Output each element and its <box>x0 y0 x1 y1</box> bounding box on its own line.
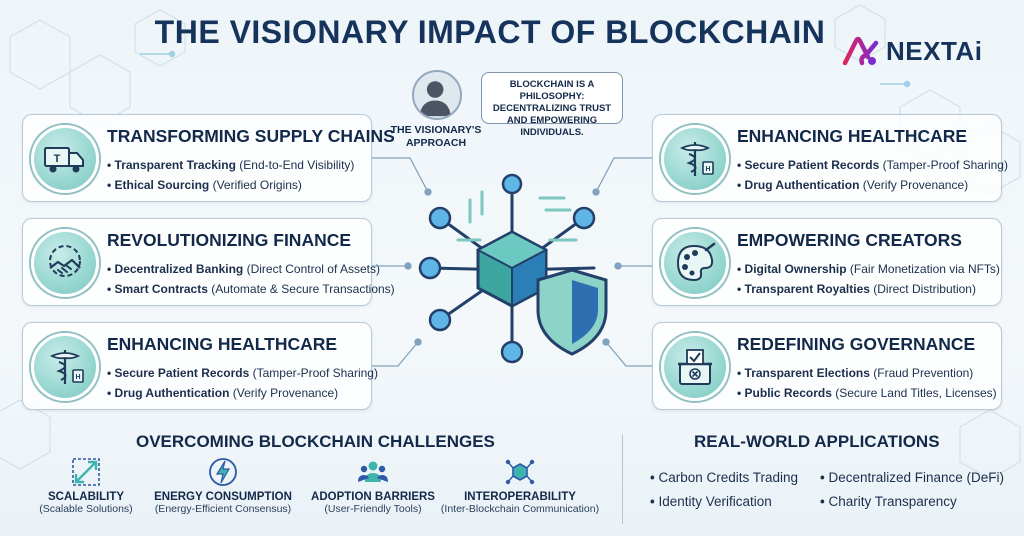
challenge-adoption: ADOPTION BARRIERS (User-Friendly Tools) <box>306 456 440 515</box>
list-item: Secure Patient Records (Tamper-Proof Sha… <box>107 363 378 383</box>
list-item: Secure Patient Records (Tamper-Proof Sha… <box>737 155 1008 175</box>
list-item: Smart Contracts (Automate & Secure Trans… <box>107 279 395 299</box>
quote-bubble: BLOCKCHAIN IS A PHILOSOPHY: DECENTRALIZI… <box>481 72 623 138</box>
list-item: Transparent Tracking (End-to-End Visibil… <box>107 155 355 175</box>
logo-text: NEXTAi <box>886 35 983 66</box>
card-title: TRANSFORMING SUPPLY CHAINS <box>107 126 395 146</box>
list-item: Drug Authentication (Verify Provenance) <box>737 175 1008 195</box>
card-creators[interactable]: EMPOWERING CREATORS Digital Ownership (F… <box>652 218 1002 306</box>
visionary-approach: THE VISIONARY'S APPROACH BLOCKCHAIN IS A… <box>386 70 626 160</box>
card-title: ENHANCING HEALTHCARE <box>107 334 338 354</box>
list-item: Ethical Sourcing (Verified Origins) <box>107 175 354 195</box>
network-cube-icon <box>505 459 535 485</box>
expand-arrows-icon <box>72 458 100 486</box>
handshake-gear-icon <box>49 245 81 277</box>
challenges-title: OVERCOMING BLOCKCHAIN CHALLENGES <box>136 432 495 451</box>
users-icon <box>358 461 388 482</box>
page-title: THE VISIONARY IMPACT OF BLOCKCHAIN <box>154 14 826 50</box>
card-title: REDEFINING GOVERNANCE <box>737 334 976 354</box>
card-title: ENHANCING HEALTHCARE <box>737 126 968 146</box>
card-healthcare-right[interactable]: H ENHANCING HEALTHCARE Secure Patient Re… <box>652 114 1008 202</box>
list-item: Decentralized Finance (DeFi) <box>820 470 1004 485</box>
card-list: Secure Patient Records (Tamper-Proof Sha… <box>107 363 378 403</box>
svg-text:H: H <box>75 374 80 381</box>
ballot-box-icon <box>678 349 712 385</box>
challenge-interoperability: INTEROPERABILITY (Inter-Blockchain Commu… <box>434 456 606 515</box>
card-healthcare-left[interactable]: H ENHANCING HEALTHCARE Secure Patient Re… <box>22 322 378 410</box>
lightning-icon <box>209 458 237 486</box>
list-item: Public Records (Secure Land Titles, Lice… <box>737 383 997 403</box>
svg-text:H: H <box>705 166 710 173</box>
list-item: Digital Ownership (Fair Monetization via… <box>737 259 1000 279</box>
card-governance[interactable]: REDEFINING GOVERNANCE Transparent Electi… <box>652 322 1002 410</box>
palette-icon <box>676 242 716 282</box>
nextai-logo[interactable]: NEXTAi <box>842 30 1012 72</box>
list-item: Drug Authentication (Verify Provenance) <box>107 383 378 403</box>
list-item: Carbon Credits Trading <box>650 470 798 485</box>
avatar <box>412 70 462 120</box>
challenge-energy: ENERGY CONSUMPTION (Energy-Efficient Con… <box>150 456 296 515</box>
card-finance[interactable]: REVOLUTIONIZING FINANCE Decentralized Ba… <box>22 218 395 306</box>
card-list: Transparent Elections (Fraud Prevention)… <box>737 363 997 403</box>
logo-mark-icon <box>842 36 879 66</box>
visionary-label: THE VISIONARY'S APPROACH <box>390 124 482 149</box>
list-item: Transparent Elections (Fraud Prevention) <box>737 363 997 383</box>
card-list: Decentralized Banking (Direct Control of… <box>107 259 395 299</box>
list-item: Charity Transparency <box>820 494 956 509</box>
card-list: Transparent Tracking (End-to-End Visibil… <box>107 155 355 195</box>
card-title: REVOLUTIONIZING FINANCE <box>107 230 352 250</box>
svg-text:T: T <box>54 153 61 165</box>
card-supply-chains[interactable]: T TRANSFORMING SUPPLY CHAINS Transparent… <box>22 114 395 202</box>
list-item: Transparent Royalties (Direct Distributi… <box>737 279 1000 299</box>
card-list: Digital Ownership (Fair Monetization via… <box>737 259 1000 299</box>
challenge-scalability: SCALABILITY (Scalable Solutions) <box>32 456 140 515</box>
caduceus-icon: H <box>679 142 714 176</box>
truck-icon: T <box>44 147 84 173</box>
caduceus-icon: H <box>49 350 84 384</box>
blockchain-hub-graphic <box>418 173 608 364</box>
list-item: Identity Verification <box>650 494 771 509</box>
card-list: Secure Patient Records (Tamper-Proof Sha… <box>737 155 1008 195</box>
list-item: Decentralized Banking (Direct Control of… <box>107 259 395 279</box>
card-title: EMPOWERING CREATORS <box>737 230 962 250</box>
section-divider <box>622 434 623 524</box>
applications-title: REAL-WORLD APPLICATIONS <box>694 432 940 451</box>
